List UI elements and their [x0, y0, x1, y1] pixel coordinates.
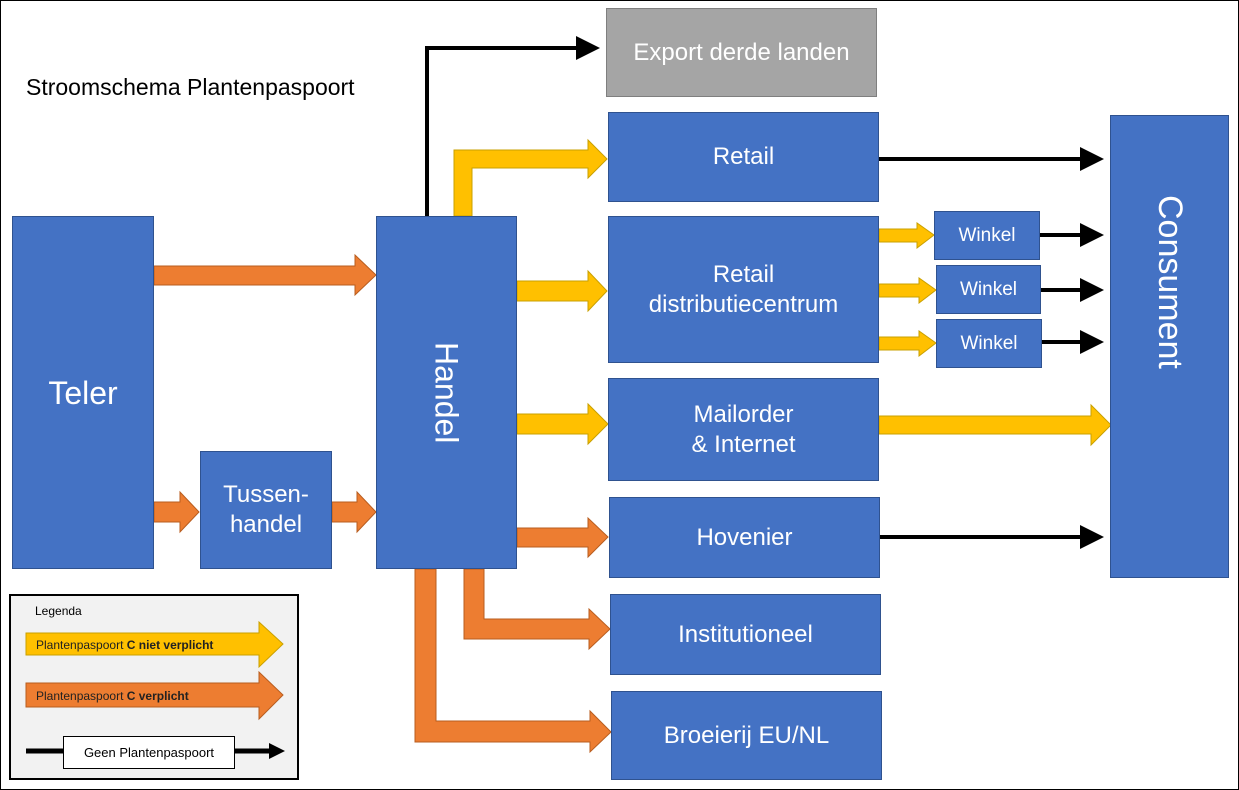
legend-item-niet-verplicht-bold: C niet verplicht — [126, 638, 214, 652]
node-hovenier-label: Hovenier — [696, 523, 793, 551]
arrow-retaildc-winkel-1 — [878, 222, 935, 250]
arrow-retaildc-winkel-3 — [878, 330, 937, 358]
node-winkel-2: Winkel — [936, 265, 1041, 314]
legend-arrow-niet-verplicht — [25, 620, 284, 669]
node-retail-dc-line1: Retail — [712, 260, 775, 288]
legend-item-niet-verplicht-prefix: Plantenpaspoort — [36, 638, 127, 652]
node-institutioneel-label: Institutioneel — [678, 620, 813, 648]
arrow-retaildc-winkel-2 — [878, 277, 937, 305]
node-teler: Teler — [12, 216, 154, 569]
legend-arrow-geen-head — [269, 743, 285, 759]
node-broeierij: Broeierij EU/NL — [611, 691, 882, 780]
node-winkel-1-label: Winkel — [958, 224, 1016, 246]
arrow-tussenhandel-handel — [331, 490, 377, 534]
arrow-handel-retaildc — [516, 269, 608, 313]
legend-item-niet-verplicht: Plantenpaspoort C niet verplicht — [36, 638, 213, 652]
arrow-handel-broeierij — [414, 568, 612, 754]
node-consument: Consument — [1110, 115, 1229, 578]
legend: Legenda Plantenpaspoort C niet verplicht… — [9, 594, 299, 780]
legend-item-verplicht-bold: C verplicht — [126, 689, 189, 703]
legend-item-geen: Geen Plantenpaspoort — [63, 736, 235, 769]
node-broeierij-label: Broeierij EU/NL — [663, 721, 830, 749]
arrow-handel-institutioneel — [463, 568, 611, 651]
node-winkel-2-label: Winkel — [959, 278, 1017, 300]
node-handel: Handel — [376, 216, 517, 569]
node-export-label: Export derde landen — [633, 38, 850, 66]
node-mailorder-line1: Mailorder — [693, 400, 794, 428]
node-institutioneel: Institutioneel — [610, 594, 881, 675]
node-retail-dc: Retail distributiecentrum — [608, 216, 879, 363]
legend-title: Legenda — [35, 604, 82, 618]
node-winkel-3: Winkel — [936, 319, 1042, 368]
arrow-handel-export — [425, 36, 600, 216]
node-teler-label: Teler — [48, 374, 118, 411]
node-retail-label: Retail — [712, 143, 775, 170]
node-winkel-1: Winkel — [934, 211, 1040, 260]
node-retail: Retail — [608, 112, 879, 202]
node-winkel-3-label: Winkel — [960, 332, 1018, 354]
node-mailorder: Mailorder & Internet — [608, 378, 879, 481]
legend-item-verplicht: Plantenpaspoort C verplicht — [36, 689, 189, 703]
arrow-teler-tussenhandel — [153, 490, 200, 534]
node-handel-label: Handel — [428, 341, 465, 444]
node-retail-dc-line2: distributiecentrum — [648, 290, 839, 318]
node-tussenhandel-line2: handel — [229, 511, 303, 538]
node-tussenhandel-line1: Tussen- — [223, 481, 309, 508]
node-hovenier: Hovenier — [609, 497, 880, 578]
legend-item-verplicht-prefix: Plantenpaspoort — [36, 689, 127, 703]
diagram-title: Stroomschema Plantenpaspoort — [26, 74, 355, 100]
node-tussenhandel: Tussen- handel — [200, 451, 332, 569]
arrow-teler-handel — [153, 253, 377, 297]
legend-arrow-verplicht — [25, 670, 284, 721]
node-consument-label: Consument — [1150, 194, 1189, 369]
arrow-mailorder-consument — [878, 403, 1112, 447]
node-mailorder-line2: & Internet — [691, 430, 796, 458]
node-export: Export derde landen — [606, 8, 877, 97]
arrow-handel-retail — [453, 138, 608, 217]
arrow-handel-mailorder — [516, 402, 609, 446]
arrow-handel-hovenier — [516, 516, 609, 559]
